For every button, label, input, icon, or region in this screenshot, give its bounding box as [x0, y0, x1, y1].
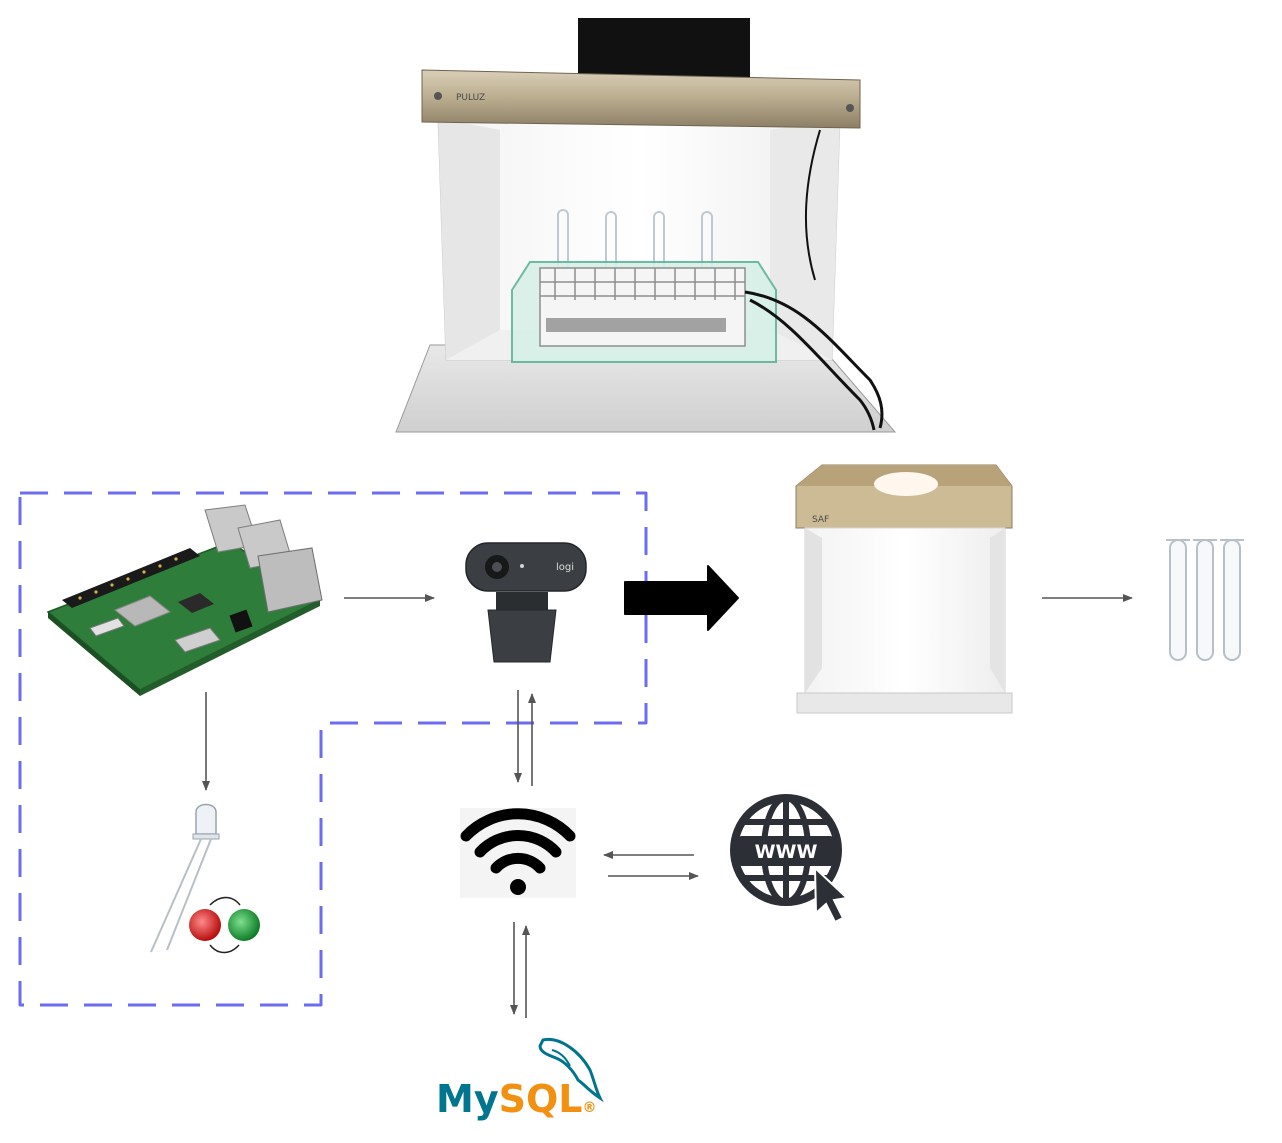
- controller-boundary: [18, 491, 648, 1007]
- globe-www-cursor: WWW: [730, 794, 850, 924]
- mysql-logo-dot: ®: [582, 1100, 597, 1116]
- mysql-dolphin-icon: [538, 1037, 604, 1103]
- sample-rack: [539, 267, 746, 347]
- photo-lightbox: SAF: [795, 464, 1013, 714]
- wifi-icon: [460, 808, 576, 898]
- test-tubes: [1166, 539, 1244, 661]
- led-red-green: [150, 803, 260, 954]
- photo-setup-brand: PULUZ: [456, 93, 485, 103]
- light-bar: [421, 69, 861, 129]
- big-arrow-to-lightbox: [624, 565, 739, 631]
- mysql-logo: MySQL®: [436, 1080, 596, 1118]
- top-camera: [578, 18, 750, 80]
- lightbox-brand: SAF: [812, 515, 829, 525]
- cursor-icon: [813, 865, 850, 924]
- webcam-brand: logi: [556, 562, 574, 573]
- photo-setup-image: PULUZ: [395, 18, 897, 433]
- raspberry-pi-board: [46, 504, 323, 696]
- mysql-logo-sql: SQL: [498, 1077, 583, 1121]
- www-label: WWW: [755, 841, 818, 863]
- sensor-cables: [744, 290, 884, 429]
- connections: [202, 594, 1133, 1018]
- mysql-logo-my: My: [436, 1077, 499, 1121]
- webcam: logi: [465, 542, 587, 663]
